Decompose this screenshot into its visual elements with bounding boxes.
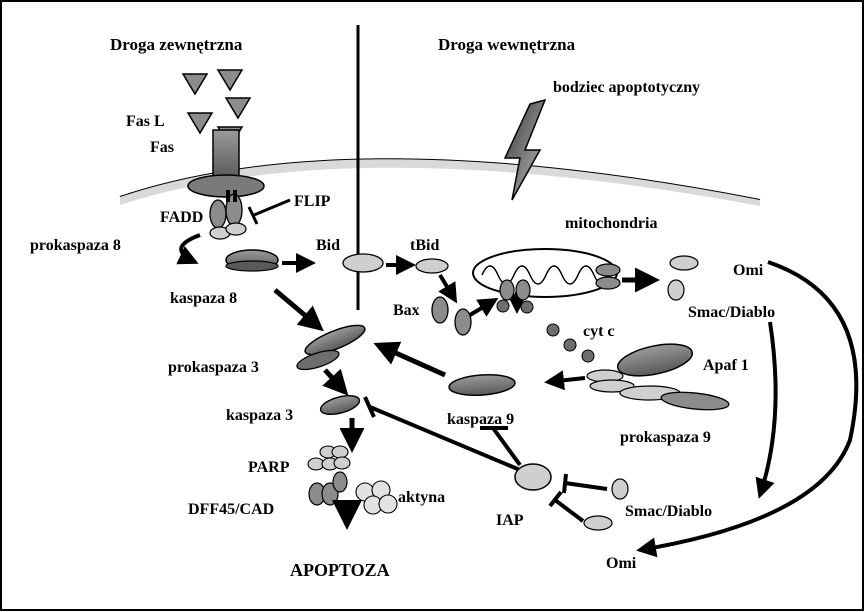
smac-label-bottom: Smac/Diablo [625,503,712,520]
tbid-shape [416,259,448,273]
flip-label: FLIP [294,193,331,210]
parp-label: PARP [248,459,290,476]
smac-inhibition-bar [564,474,566,493]
mitochondrion [473,249,620,297]
actin-label: aktyna [398,489,445,506]
mitochondria-label: mitochondria [565,215,657,232]
caspase-8-shape-lower [226,261,278,271]
caspase-9-label: kaspaza 9 [447,411,514,428]
omi-shape-bottom [584,516,612,530]
caspase-3-label: kaspaza 3 [226,407,293,424]
iap-label: IAP [496,512,524,529]
cyt-c-label: cyt c [583,323,615,340]
apoptosis-label: APOPTOZA [290,560,390,580]
procaspase-8-label: prokaspaza 8 [30,237,121,254]
fas-l-label: Fas L [126,113,165,130]
tbid-label: tBid [410,237,439,254]
intrinsic-pathway-heading: Droga wewnętrzna [438,35,576,54]
bax-label: Bax [393,302,420,319]
iap-shape [515,464,551,490]
omi-shape-top [670,256,698,270]
smac-label-top: Smac/Diablo [688,304,775,321]
apaf1-label: Apaf 1 [703,357,749,374]
caspase-8-label: kaspaza 8 [170,290,237,307]
procaspase-3-label: prokaspaza 3 [168,359,259,376]
omi-label-top: Omi [733,262,764,279]
bid-shape [343,254,383,272]
fas-label: Fas [150,139,174,156]
omi-label-bottom: Omi [606,555,637,572]
fas-receptor [213,130,239,178]
bid-label: Bid [316,237,340,254]
fadd-label: FADD [160,209,203,226]
extrinsic-pathway-heading: Droga zewnętrzna [110,35,243,54]
dff45-cad-label: DFF45/CAD [188,501,274,518]
stimulus-label: bodziec apoptotyczny [553,79,700,96]
smac-shape-top [668,280,684,300]
smac-shape-bottom [612,479,628,499]
procaspase-9-label: prokaspaza 9 [620,429,711,446]
